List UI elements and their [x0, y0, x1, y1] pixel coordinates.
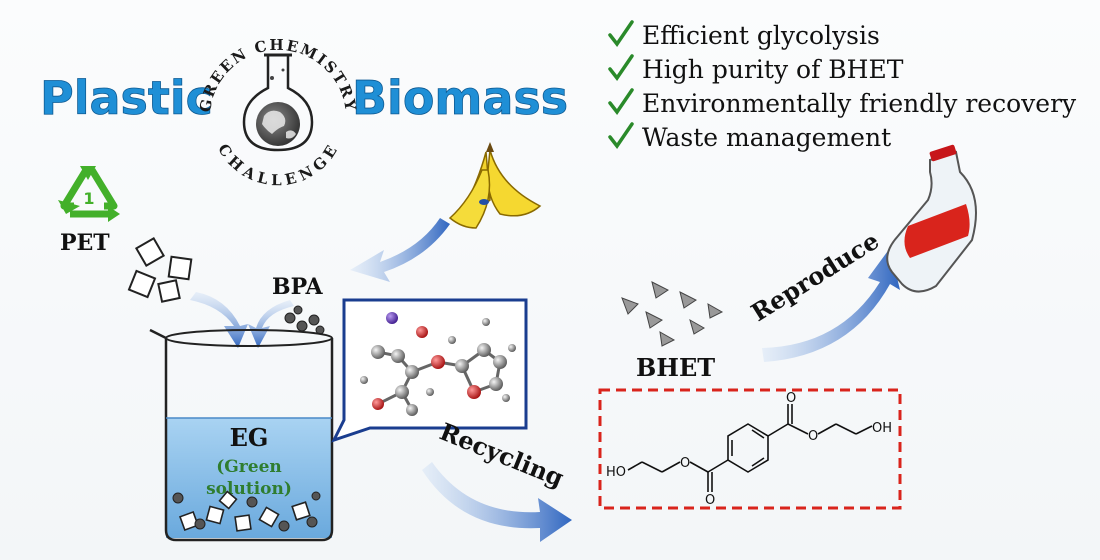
seal-bottom-text: CHALLENGE	[214, 141, 340, 190]
green-chemistry-seal: GREEN CHEMISTRY CHALLENGE	[196, 36, 360, 190]
checkmark-icon	[608, 88, 634, 115]
benefit-text: Efficient glycolysis	[642, 21, 880, 50]
checkmark-icon	[608, 54, 634, 81]
atom-o-bottom: O	[705, 493, 715, 508]
atom-o-left: O	[680, 456, 690, 471]
seal-top-text: GREEN CHEMISTRY	[196, 36, 358, 114]
checkmark-icon	[608, 122, 634, 149]
solvent-note-line2: solution)	[206, 479, 292, 499]
recycle-number: 1	[83, 189, 94, 208]
flask-icon	[242, 53, 314, 152]
bhet-label: BHET	[636, 353, 715, 382]
bottle-icon	[886, 144, 977, 293]
atom-ho-left: HO	[606, 465, 626, 480]
benefit-item: Waste management	[608, 122, 891, 152]
biomass-arrow	[350, 218, 450, 282]
beaker: EG (Green solution)	[149, 328, 334, 542]
banana-peel-icon	[448, 142, 542, 229]
atom-o-top: O	[786, 391, 796, 406]
benefit-text: High purity of BHET	[642, 55, 904, 84]
bhet-crystals	[621, 281, 724, 347]
bpa-particles	[284, 305, 325, 335]
benefit-text: Environmentally friendly recovery	[642, 89, 1077, 118]
benefit-text: Waste management	[642, 123, 891, 152]
svg-text:CHALLENGE: CHALLENGE	[214, 141, 342, 190]
bpa-label: BPA	[272, 274, 324, 300]
title-biomass: Biomass	[352, 71, 568, 125]
bhet-atom-labels: O O OH O O HO	[606, 391, 892, 508]
solvent-label: EG	[230, 423, 269, 452]
benefits-list: Efficient glycolysis High purity of BHET…	[608, 20, 1077, 152]
atom-o-right: O	[808, 429, 818, 444]
pet-label: PET	[60, 230, 110, 256]
bpa-arrow	[248, 300, 294, 348]
beaker-particles	[172, 491, 321, 532]
bhet-structure-box: O O OH O O HO	[598, 388, 902, 510]
benefit-item: Environmentally friendly recovery	[608, 88, 1077, 118]
pet-flakes	[127, 236, 193, 303]
title-plastic: Plastic	[40, 71, 213, 125]
molecule-atoms	[360, 312, 516, 416]
recycling-arrow	[422, 462, 572, 542]
solvent-note-line1: (Green	[216, 457, 282, 477]
atom-oh-right: OH	[872, 421, 892, 436]
bhet-structure	[627, 404, 873, 492]
benefit-item: Efficient glycolysis	[608, 20, 880, 50]
beaker-flakes	[179, 490, 311, 532]
flake-arrow	[190, 292, 248, 348]
benefit-item: High purity of BHET	[608, 54, 904, 84]
recycle-symbol-icon: 1	[58, 166, 120, 222]
checkmark-icon	[608, 20, 634, 47]
molecule-inset	[331, 298, 528, 443]
svg-text:GREEN CHEMISTRY: GREEN CHEMISTRY	[196, 36, 360, 114]
